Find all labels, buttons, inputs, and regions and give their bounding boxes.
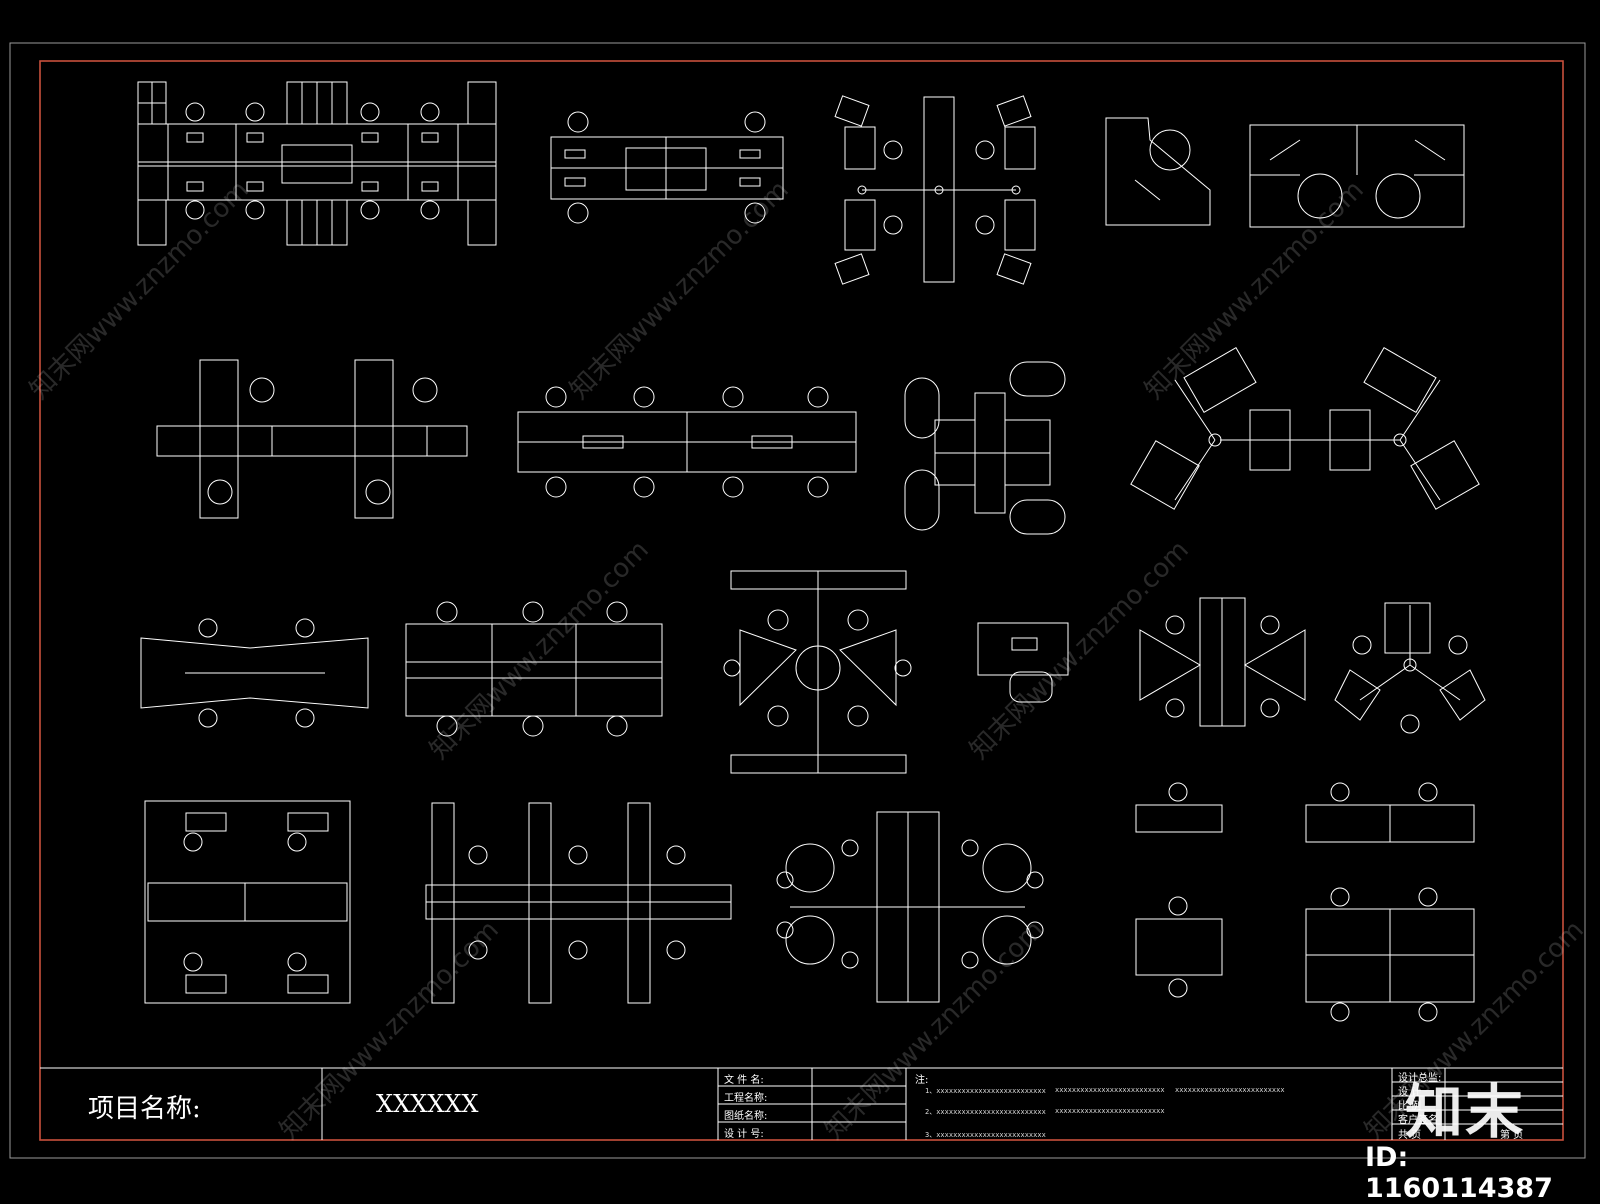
title-block-frame (40, 1067, 1563, 1140)
drawing-name-label: 图纸名称: (724, 1111, 768, 1122)
workstation-3-seat-y (1334, 602, 1486, 734)
workstation-6-seat-radial-pair (1130, 346, 1480, 510)
project-name-label: 项目名称: (88, 1094, 201, 1124)
workstation-oval-tables (904, 361, 1066, 535)
workstation-4-seat-wave (140, 618, 369, 728)
workstation-4-seat-enclosed (144, 800, 351, 1004)
workstation-6-seat-block (405, 601, 663, 737)
design-director-label: 设计总监: (1398, 1073, 1442, 1084)
workstation-8-seat-round-ends (776, 811, 1044, 1003)
scale-label: 比 例 (1398, 1101, 1422, 1112)
single-desk-with-chair (977, 622, 1069, 703)
outer-frame (9, 42, 1586, 1159)
double-l-desk (1249, 124, 1465, 228)
file-name-label: 文 件 名: (724, 1075, 764, 1086)
workstation-4-seat-bench (550, 111, 784, 224)
small-desks-group (1135, 782, 1475, 1022)
workstation-4-seat-spine (834, 95, 1036, 285)
note-line: 2、xxxxxxxxxxxxxxxxxxxxxxxxxx (925, 1108, 1046, 1116)
inner-border (39, 60, 1564, 1141)
project-name-value: XXXXXX (376, 1090, 479, 1118)
note-line: 3、xxxxxxxxxxxxxxxxxxxxxxxxxx (925, 1131, 1046, 1139)
designer-label: 设 计 (1398, 1087, 1422, 1098)
engineering-name-label: 工程名称: (724, 1093, 768, 1104)
note-line: xxxxxxxxxxxxxxxxxxxxxxxxxx (1175, 1086, 1285, 1094)
page-number-label: 第 页 (1500, 1130, 1524, 1141)
workstation-4-seat-cross (156, 359, 468, 519)
note-line: 1、xxxxxxxxxxxxxxxxxxxxxxxxxx (925, 1087, 1046, 1095)
note-line: xxxxxxxxxxxxxxxxxxxxxxxxxx (1055, 1086, 1165, 1094)
client-signature-label: 客户签名 (1398, 1115, 1438, 1126)
workstation-8-seat-bench (517, 386, 857, 498)
total-pages-label: 共 页 (1398, 1130, 1422, 1141)
brand-logo: 知末 (1405, 1078, 1526, 1146)
l-shaped-desk (1105, 117, 1211, 226)
workstation-6-seat-long-bench (425, 802, 732, 1004)
design-number-label: 设 计 号: (724, 1129, 764, 1140)
notes-label: 注: (915, 1075, 929, 1086)
workstation-8-seat-partitioned (137, 81, 497, 246)
image-id-label: ID: 1160114387 (1365, 1142, 1553, 1204)
workstation-4-seat-x (1139, 597, 1306, 727)
note-line: xxxxxxxxxxxxxxxxxxxxxxxxxx (1055, 1107, 1165, 1115)
workstation-6-seat-round-hub (723, 570, 912, 774)
